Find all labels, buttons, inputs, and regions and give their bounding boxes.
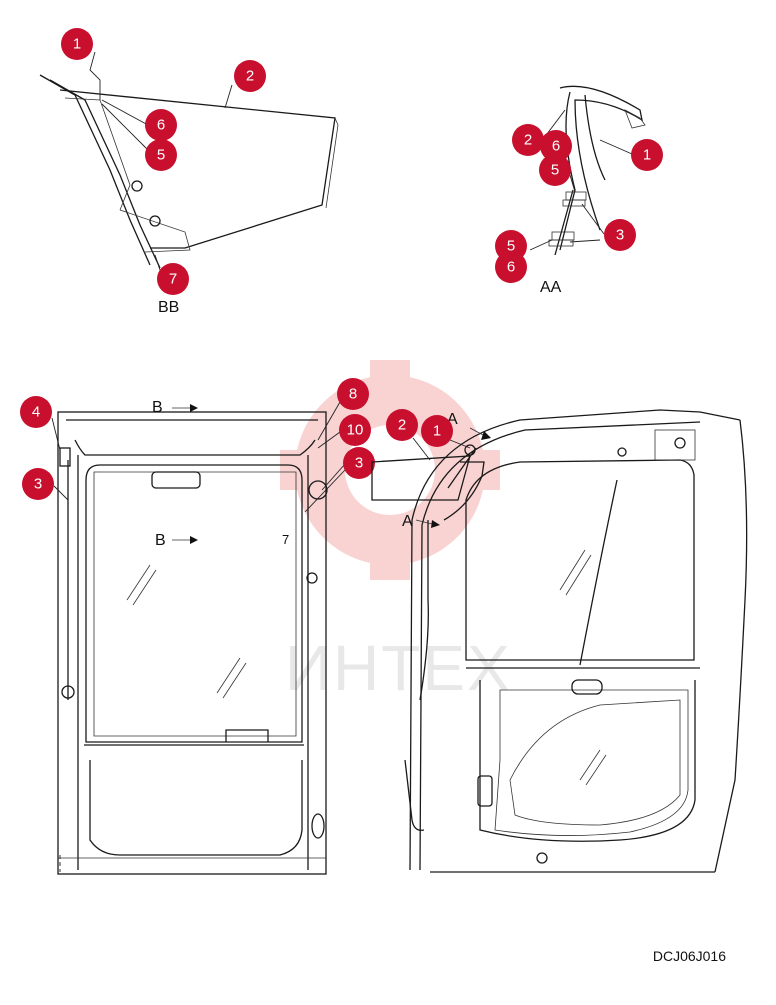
drawing-code: DCJ06J016 <box>652 948 726 964</box>
callout-front-3-left[interactable]: 3 <box>22 468 54 500</box>
svg-text:8: 8 <box>349 386 357 403</box>
svg-text:2: 2 <box>398 417 406 434</box>
svg-text:1: 1 <box>433 423 441 440</box>
svg-text:5: 5 <box>157 147 165 164</box>
callout-aa-1[interactable]: 1 <box>631 139 663 171</box>
svg-text:2: 2 <box>246 68 254 85</box>
callout-aa-5[interactable]: 5 <box>539 154 571 186</box>
svg-text:10: 10 <box>347 422 364 439</box>
callout-aa-3[interactable]: 3 <box>604 219 636 251</box>
callout-side-2[interactable]: 2 <box>386 409 418 441</box>
svg-text:6: 6 <box>507 259 515 276</box>
svg-text:4: 4 <box>32 404 40 421</box>
watermark-gear-icon <box>280 360 500 580</box>
callout-aa-6[interactable]: 6 <box>540 130 572 162</box>
svg-text:5: 5 <box>551 162 559 179</box>
callout-bb-2[interactable]: 2 <box>234 60 266 92</box>
svg-text:1: 1 <box>643 147 651 164</box>
callout-side-1[interactable]: 1 <box>421 415 453 447</box>
svg-text:3: 3 <box>616 227 624 244</box>
callout-aa-2[interactable]: 2 <box>512 124 544 156</box>
callout-front-10[interactable]: 10 <box>339 414 371 446</box>
callout-bb-5[interactable]: 5 <box>145 139 177 171</box>
callout-aa-6b[interactable]: 6 <box>495 251 527 283</box>
svg-text:6: 6 <box>157 117 165 134</box>
callout-front-3-right[interactable]: 3 <box>343 447 375 479</box>
svg-text:2: 2 <box>524 132 532 149</box>
callout-front-8[interactable]: 8 <box>337 378 369 410</box>
view-bb-label: BB <box>158 299 179 316</box>
front-part-7-label: 7 <box>282 532 289 547</box>
callout-front-4[interactable]: 4 <box>20 396 52 428</box>
callout-bb-7[interactable]: 7 <box>157 263 189 295</box>
svg-text:3: 3 <box>34 476 42 493</box>
view-aa-label: AA <box>540 279 562 296</box>
callout-bb-6[interactable]: 6 <box>145 109 177 141</box>
svg-text:7: 7 <box>169 271 177 288</box>
front-arrow-label-mid: B <box>155 532 166 549</box>
view-side: A A 2 1 <box>371 409 748 873</box>
svg-text:1: 1 <box>73 36 81 53</box>
side-arrow-label-top: A <box>447 411 458 428</box>
side-arrow-label-mid: A <box>402 513 413 530</box>
svg-text:5: 5 <box>507 238 515 255</box>
view-front: B B 7 8 4 10 3 3 <box>20 378 375 875</box>
view-bb: 1 2 6 5 7 BB <box>39 28 339 316</box>
callout-bb-1[interactable]: 1 <box>61 28 93 60</box>
front-arrow-label-top: B <box>152 399 163 416</box>
view-aa: 2 6 1 5 3 5 6 AA <box>495 85 663 296</box>
svg-text:6: 6 <box>552 138 560 155</box>
svg-text:3: 3 <box>355 455 363 472</box>
